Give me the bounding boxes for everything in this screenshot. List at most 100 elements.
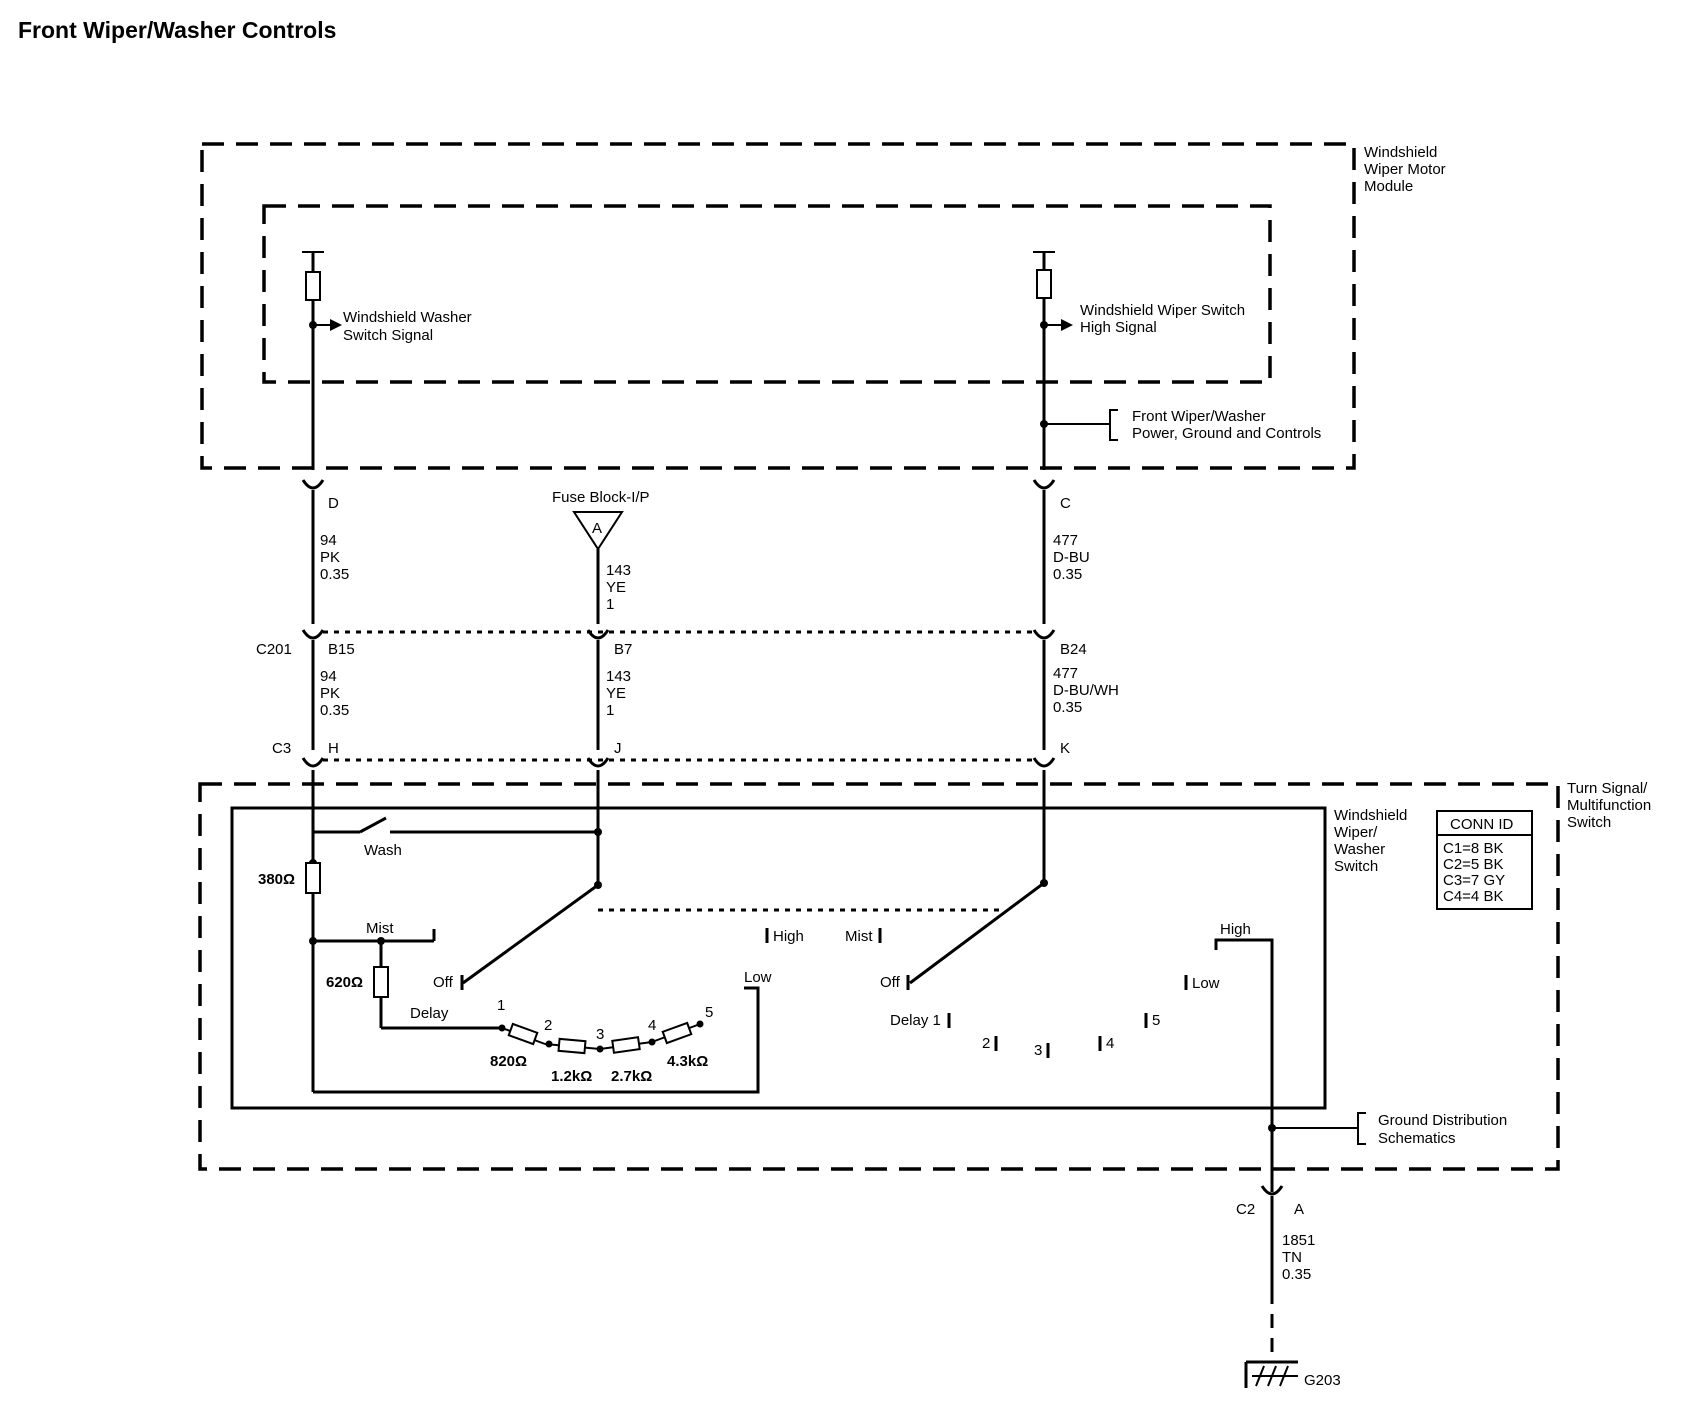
wiper-switch-label-2: Wiper/ [1334, 824, 1378, 841]
wire-94-lower-color: PK [320, 685, 340, 702]
pos-3-label: 3 [1034, 1042, 1042, 1059]
tap-2-label: 2 [544, 1017, 552, 1034]
wire-477-lower-circuit: 477 [1053, 665, 1078, 682]
resistor-620-label: 620Ω [326, 974, 363, 991]
wire-94-lower-size: 0.35 [320, 702, 349, 719]
tap-5-dot [696, 1020, 704, 1028]
conn-id-header: CONN ID [1450, 816, 1514, 833]
c3-label: C3 [272, 740, 291, 757]
power-ref-label-2: Power, Ground and Controls [1132, 425, 1321, 442]
wiper-switch-label-1: Windshield [1334, 807, 1407, 824]
wire-477-size: 0.35 [1053, 566, 1082, 583]
resistor-820-label: 820Ω [490, 1053, 527, 1070]
c3-h-icon [301, 757, 325, 768]
resistor-2k7-label: 2.7kΩ [611, 1068, 652, 1085]
ground-dist-label-2: Schematics [1378, 1130, 1456, 1147]
turn-signal-switch-outline [198, 782, 1560, 1171]
off-right-label: Off [880, 974, 901, 991]
mist-mid-label: Mist [845, 928, 873, 945]
c201-b7-label: B7 [614, 641, 632, 658]
wiper-motor-inner-outline [262, 204, 1272, 384]
wire-1851-circuit: 1851 [1282, 1232, 1315, 1249]
wiper-washer-switch-outline [230, 806, 1327, 1110]
wire-143-size: 1 [606, 596, 614, 613]
washer-signal-label-2: Switch Signal [343, 327, 433, 344]
wire-94-color: PK [320, 549, 340, 566]
high-right-label: High [1220, 921, 1251, 938]
high-signal-label-1: Windshield Wiper Switch [1080, 302, 1245, 319]
ground-g203-label: G203 [1304, 1372, 1341, 1389]
wire-477-circuit: 477 [1053, 532, 1078, 549]
c3-j-icon [586, 757, 610, 768]
high-mid-label: High [773, 928, 804, 945]
low-return-wire [313, 986, 760, 1094]
c2-a-label: A [1294, 1201, 1304, 1218]
resistor-380-label: 380Ω [258, 871, 295, 888]
wire-143-lower-circuit: 143 [606, 668, 631, 685]
tap-5-label: 5 [705, 1004, 713, 1021]
right-wiper-arm [909, 881, 1045, 985]
wire-477-lower-color: D-BU/WH [1053, 682, 1119, 699]
wiper-switch-label-4: Switch [1334, 858, 1378, 875]
wire-477-lower-size: 0.35 [1053, 699, 1082, 716]
low-right-label: Low [1192, 975, 1220, 992]
delay-left-label: Delay [410, 1005, 449, 1022]
wiper-switch-label-3: Washer [1334, 841, 1385, 858]
resistor-380-icon [305, 862, 321, 894]
power-ref-bracket [1109, 409, 1118, 441]
mist-left-label: Mist [366, 920, 394, 937]
wire-143-color: YE [606, 579, 626, 596]
wire-94-circuit: 94 [320, 532, 337, 549]
wiper-motor-module-label-1: Windshield [1364, 144, 1437, 161]
connector-c-icon [1032, 479, 1056, 490]
resistor-620-icon [373, 966, 389, 998]
high-signal-label-2: High Signal [1080, 319, 1157, 336]
ground-wire-internal [1214, 938, 1274, 1192]
pos-5-label: 5 [1152, 1012, 1160, 1029]
fuse-block-label: Fuse Block-I/P [552, 489, 650, 506]
connector-d-icon [301, 479, 325, 490]
wire-94-size: 0.35 [320, 566, 349, 583]
c3-j-label: J [614, 740, 622, 757]
c201-b15-label: B15 [328, 641, 355, 658]
left-wiper-arm [462, 883, 599, 985]
conn-id-table [1436, 810, 1533, 910]
tap-3-label: 3 [596, 1026, 604, 1043]
c201-b24-label: B24 [1060, 641, 1087, 658]
resistor-1k2-label: 1.2kΩ [551, 1068, 592, 1085]
ground-dist-label-1: Ground Distribution [1378, 1112, 1507, 1129]
tap-1-dot [498, 1024, 506, 1032]
delay1-label: Delay 1 [890, 1012, 941, 1029]
washer-arrow-icon [330, 319, 342, 331]
tap-4-dot [648, 1038, 656, 1046]
turn-signal-label-2: Multifunction [1567, 797, 1651, 814]
tap-3-dot [596, 1045, 604, 1053]
wiper-motor-module-label-3: Module [1364, 178, 1413, 195]
conn-id-row-3: C3=7 GY [1443, 872, 1505, 889]
resistor-820-icon [507, 1022, 539, 1046]
resistor-4k3-label: 4.3kΩ [667, 1053, 708, 1070]
pos-4-label: 4 [1106, 1035, 1114, 1052]
wire-1851-color: TN [1282, 1249, 1302, 1266]
turn-signal-label-1: Turn Signal/ [1567, 780, 1648, 797]
wiper-motor-module-outline [200, 142, 1356, 470]
turn-signal-label-3: Switch [1567, 814, 1611, 831]
conn-id-row-4: C4=4 BK [1443, 888, 1503, 905]
fuse-block-pin: A [592, 520, 602, 537]
c3-k-label: K [1060, 740, 1070, 757]
high-pullup-resistor-icon [1036, 269, 1052, 299]
diagram-title: Front Wiper/Washer Controls [18, 17, 336, 43]
c2-label: C2 [1236, 1201, 1255, 1218]
wire-143-lower-size: 1 [606, 702, 614, 719]
wire-143-lower-color: YE [606, 685, 626, 702]
fuse-block-triangle-icon [572, 511, 624, 551]
wire-143-circuit: 143 [606, 562, 631, 579]
wiper-motor-module-label-2: Wiper Motor [1364, 161, 1446, 178]
connector-c-label: C [1060, 495, 1071, 512]
washer-pullup-resistor-icon [305, 271, 321, 301]
wire-94-lower-circuit: 94 [320, 668, 337, 685]
power-ref-label-1: Front Wiper/Washer [1132, 408, 1266, 425]
high-arrow-icon [1061, 319, 1073, 331]
c3-k-icon [1032, 757, 1056, 768]
c201-b24-icon [1032, 629, 1056, 640]
